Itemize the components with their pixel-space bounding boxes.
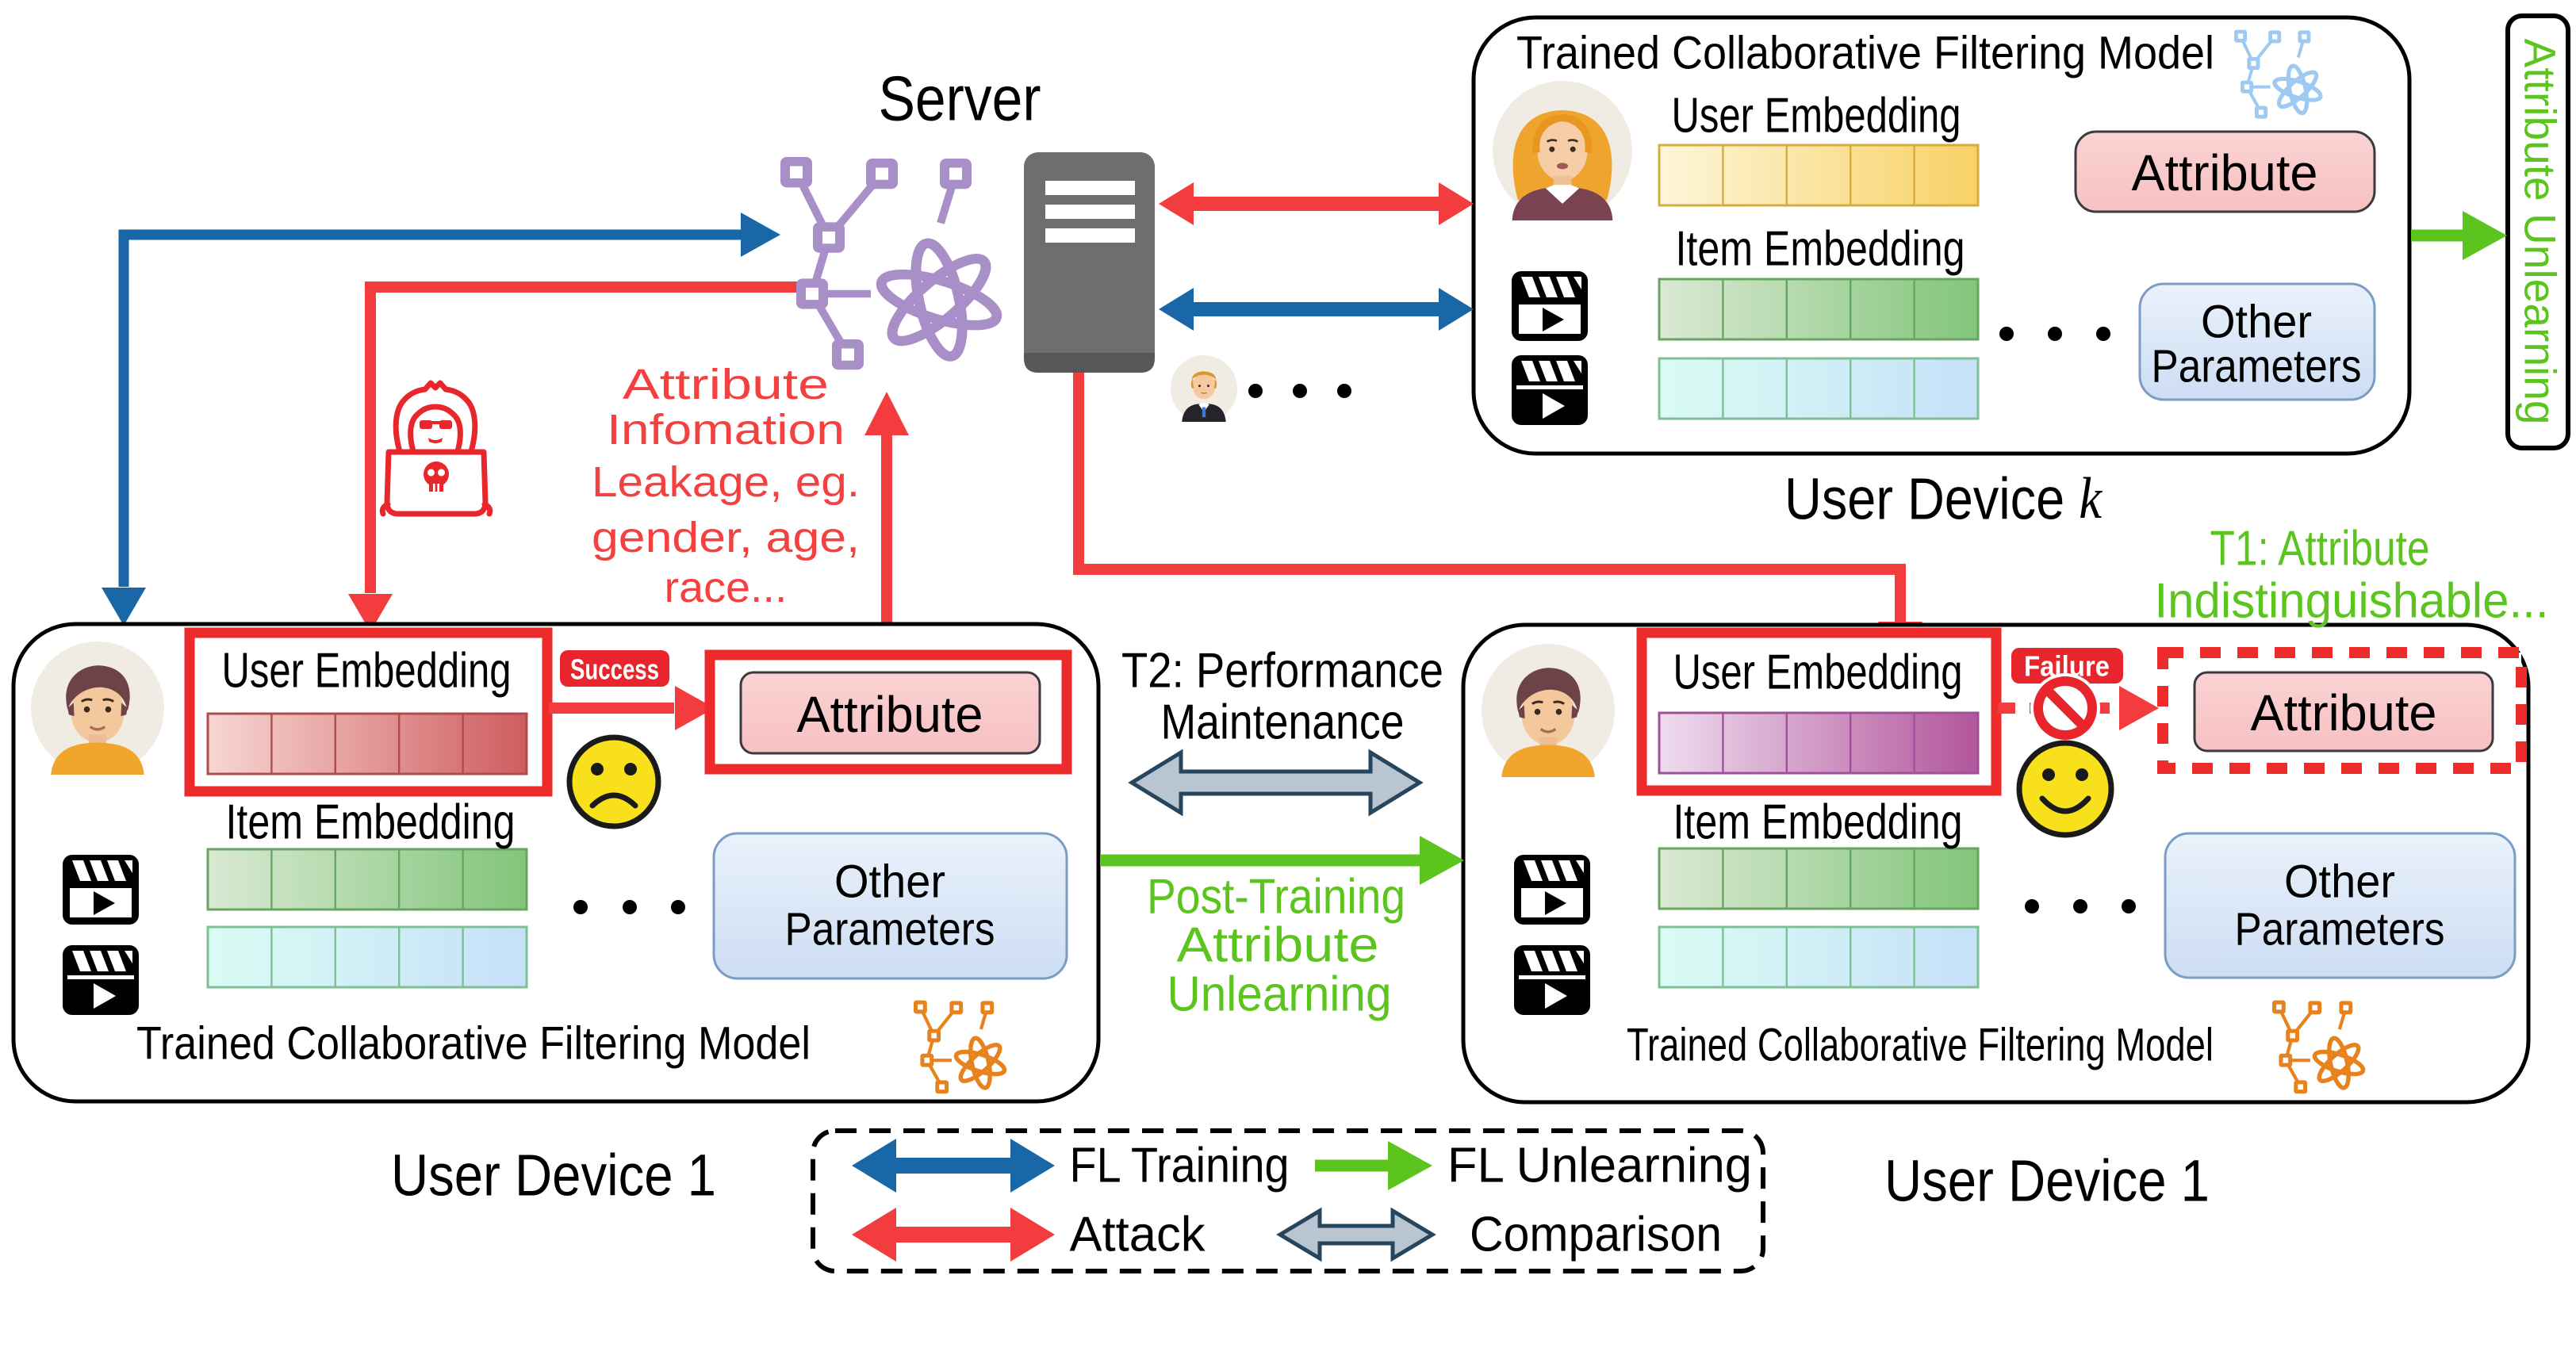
svg-text:Other: Other [834, 856, 945, 908]
svg-text:Infomation: Infomation [607, 406, 845, 454]
svg-text:Attribute: Attribute [623, 361, 829, 408]
svg-text:Parameters: Parameters [2152, 341, 2362, 393]
svg-text:Parameters: Parameters [2235, 904, 2445, 955]
svg-text:User Embedding: User Embedding [222, 644, 512, 699]
svg-text:Attribute: Attribute [797, 686, 983, 743]
svg-text:User Embedding: User Embedding [1672, 89, 1961, 144]
svg-text:Attribute: Attribute [2251, 684, 2437, 741]
svg-text:Parameters: Parameters [785, 904, 995, 955]
svg-text:Leakage, eg.: Leakage, eg. [592, 458, 860, 506]
svg-text:Attack: Attack [1070, 1208, 1206, 1262]
svg-text:T2: Performance: T2: Performance [1121, 644, 1443, 699]
svg-text:Trained Collaborative Filterin: Trained Collaborative Filtering Model [1516, 28, 2214, 79]
svg-text:User Device k: User Device k [1784, 466, 2103, 532]
svg-text:Comparison: Comparison [1470, 1208, 1722, 1262]
svg-text:Post-Training: Post-Training [1147, 870, 1405, 925]
svg-text:Attribute: Attribute [2132, 144, 2318, 201]
svg-text:User Device 1: User Device 1 [1884, 1148, 2210, 1214]
svg-text:Failure: Failure [2024, 650, 2110, 683]
svg-text:Trained Collaborative Filterin: Trained Collaborative Filtering Model [136, 1018, 811, 1070]
svg-text:Unlearning: Unlearning [1167, 967, 1392, 1022]
svg-text:Other: Other [2284, 856, 2395, 908]
svg-text:FL Training: FL Training [1070, 1139, 1290, 1193]
svg-text:User Embedding: User Embedding [1673, 645, 1963, 700]
svg-text:Success: Success [570, 653, 659, 686]
svg-text:Server: Server [879, 63, 1041, 134]
svg-text:FL Unlearning: FL Unlearning [1447, 1139, 1752, 1193]
svg-text:race...: race... [665, 564, 788, 611]
svg-text:Trained Collaborative Filterin: Trained Collaborative Filtering Model [1627, 1020, 2214, 1071]
svg-text:Indistinguishable...: Indistinguishable... [2155, 574, 2549, 629]
svg-text:Item Embedding: Item Embedding [1676, 222, 1965, 277]
svg-text:User Device 1: User Device 1 [391, 1143, 716, 1208]
svg-text:Attribute: Attribute [1177, 918, 1379, 973]
svg-text:gender, age,: gender, age, [592, 514, 860, 561]
svg-text:T1: Attribute: T1: Attribute [2210, 522, 2430, 576]
svg-text:Item Embedding: Item Embedding [226, 795, 516, 850]
svg-text:Item Embedding: Item Embedding [1673, 795, 1963, 850]
svg-text:Maintenance: Maintenance [1161, 695, 1405, 750]
svg-text:Attribute Unlearning: Attribute Unlearning [2516, 39, 2566, 425]
svg-text:Other: Other [2201, 297, 2312, 348]
